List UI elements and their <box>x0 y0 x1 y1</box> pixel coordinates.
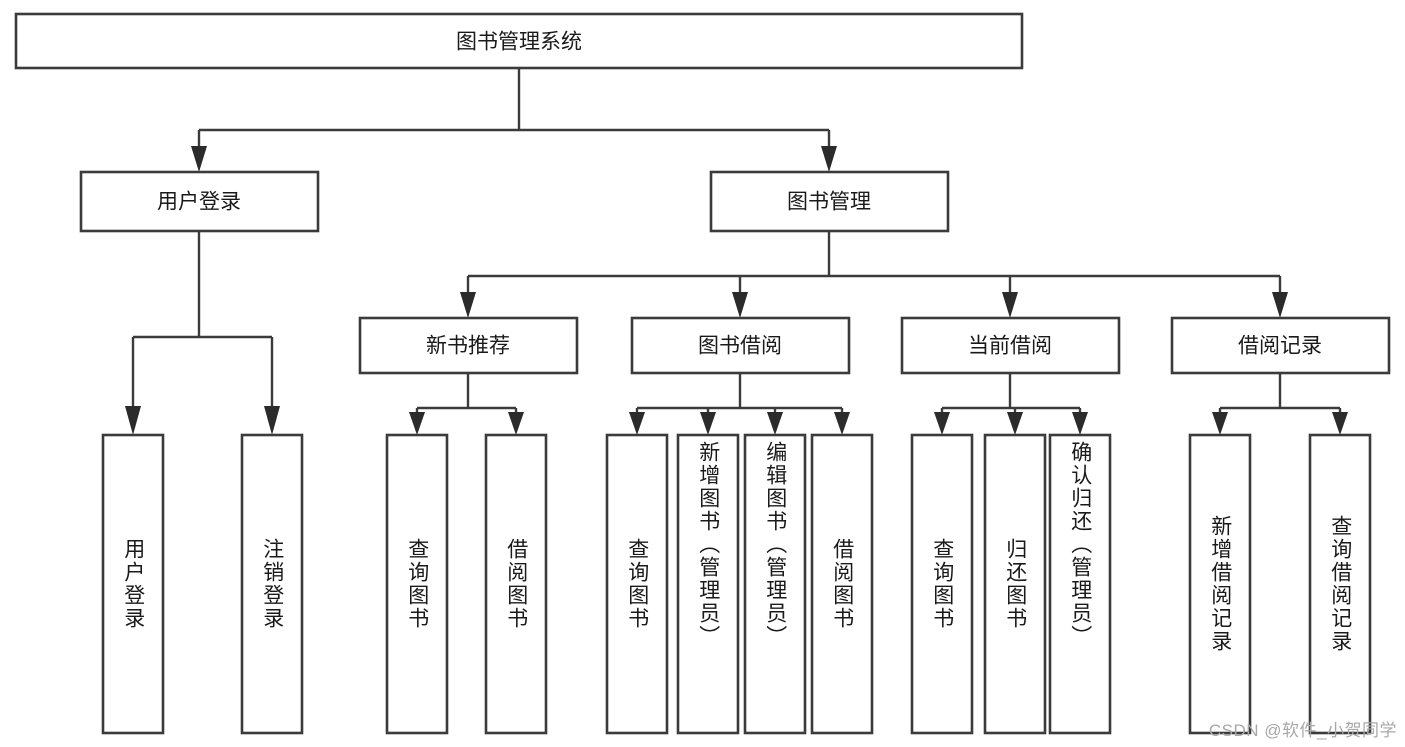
node-leaf-edit-book-box[interactable] <box>743 433 807 735</box>
connector-group-user-login <box>125 231 280 435</box>
node-root-label: 图书管理系统 <box>456 31 582 54</box>
node-new-book-rec-box[interactable] <box>358 316 579 375</box>
node-leaf-return-book-box[interactable] <box>983 433 1047 735</box>
leaf-borrow-book-1[interactable]: 借阅图书 <box>486 435 546 733</box>
connector-group-new-book-rec <box>409 373 524 435</box>
node-book-manage[interactable]: 图书管理 <box>709 170 950 233</box>
arrow-bb-leaf1 <box>629 412 645 435</box>
node-leaf-borrow-book-1-box[interactable] <box>484 433 548 735</box>
connector-group-root <box>191 68 837 172</box>
connector-group-book-manage <box>460 231 1288 318</box>
leaf-query-book-2-label: 查询图书 <box>625 538 649 630</box>
leaf-query-book-1[interactable]: 查询图书 <box>387 435 447 733</box>
arrow-bm-to-newbook <box>460 292 476 318</box>
arrow-cb-leaf3 <box>1072 412 1088 435</box>
node-leaf-query-book-1-box[interactable] <box>385 433 449 735</box>
node-root[interactable]: 图书管理系统 <box>14 12 1024 70</box>
leaf-confirm-ret-label: 确认归还（管理员） <box>1068 441 1092 648</box>
node-leaf-add-book-box[interactable] <box>676 433 740 735</box>
leaf-return-book[interactable]: 归还图书 <box>985 435 1045 733</box>
node-user-login[interactable]: 用户登录 <box>79 170 320 233</box>
arrow-root-to-user-login <box>191 146 207 172</box>
leaf-query-book-3-label: 查询图书 <box>930 538 954 630</box>
leaf-borrow-book-1-label: 借阅图书 <box>504 538 528 630</box>
node-book-borrow-box[interactable] <box>630 316 851 375</box>
leaf-boxes-group <box>101 433 1372 735</box>
node-current-borrow-box[interactable] <box>900 316 1121 375</box>
node-current-borrow-label: 当前借阅 <box>968 335 1052 358</box>
leaf-user-logout-label: 注销登录 <box>260 538 284 630</box>
leaf-borrow-book-2-label: 借阅图书 <box>830 538 854 630</box>
arrow-root-to-book-manage <box>821 146 837 172</box>
arrow-bb-leaf2 <box>700 412 716 435</box>
arrow-bb-leaf4 <box>834 412 850 435</box>
node-leaf-query-book-2-box[interactable] <box>605 433 669 735</box>
arrow-br-leaf1 <box>1212 412 1228 435</box>
node-root-box[interactable] <box>14 12 1024 70</box>
leaf-borrow-book-2[interactable]: 借阅图书 <box>812 435 872 733</box>
arrow-cb-leaf2 <box>1007 412 1023 435</box>
node-leaf-confirm-ret-box[interactable] <box>1048 433 1112 735</box>
node-new-book-rec[interactable]: 新书推荐 <box>358 316 579 375</box>
connector-group-current-borrow <box>934 373 1088 435</box>
leaf-user-login[interactable]: 用户登录 <box>103 435 163 733</box>
connector-group-book-borrow <box>629 373 850 435</box>
leaf-query-record[interactable]: 查询借阅记录 <box>1310 435 1370 733</box>
leaf-query-book-1-label: 查询图书 <box>405 538 429 630</box>
node-borrow-record-label: 借阅记录 <box>1238 335 1322 358</box>
node-leaf-query-record-box[interactable] <box>1308 433 1372 735</box>
node-book-borrow[interactable]: 图书借阅 <box>630 316 851 375</box>
leaf-query-book-2[interactable]: 查询图书 <box>607 435 667 733</box>
leaf-user-login-label: 用户登录 <box>121 538 145 630</box>
csdn-watermark: CSDN @软件_小贺同学 <box>1208 721 1397 740</box>
node-leaf-user-login-box[interactable] <box>101 433 165 735</box>
leaf-add-book[interactable]: 新增图书（管理员） <box>678 435 738 733</box>
leaf-user-logout[interactable]: 注销登录 <box>242 435 302 733</box>
node-book-borrow-label: 图书借阅 <box>698 335 782 358</box>
node-borrow-record[interactable]: 借阅记录 <box>1170 316 1391 375</box>
node-user-login-box[interactable] <box>79 170 320 233</box>
node-leaf-add-record-box[interactable] <box>1188 433 1252 735</box>
node-new-book-rec-label: 新书推荐 <box>426 335 510 358</box>
arrow-nbr-leaf1 <box>409 412 425 435</box>
arrow-ul-leaf1 <box>125 406 141 435</box>
leaf-return-book-label: 归还图书 <box>1003 538 1027 630</box>
leaf-confirm-ret[interactable]: 确认归还（管理员） <box>1050 435 1110 733</box>
connector-group-borrow-record <box>1212 373 1348 435</box>
node-book-manage-label: 图书管理 <box>787 191 871 214</box>
leaf-add-record-label: 新增借阅记录 <box>1208 515 1232 653</box>
node-leaf-query-book-3-box[interactable] <box>910 433 974 735</box>
arrow-bb-leaf3 <box>767 412 783 435</box>
arrow-bm-to-currentborrow <box>1002 292 1018 318</box>
arrow-bm-to-bookborrow <box>732 292 748 318</box>
leaf-edit-book-label: 编辑图书（管理员） <box>763 441 787 648</box>
node-book-manage-box[interactable] <box>709 170 950 233</box>
arrow-ul-leaf2 <box>264 406 280 435</box>
node-user-login-label: 用户登录 <box>157 191 241 214</box>
arrow-cb-leaf1 <box>934 412 950 435</box>
leaf-add-record[interactable]: 新增借阅记录 <box>1190 435 1250 733</box>
leaf-query-book-3[interactable]: 查询图书 <box>912 435 972 733</box>
arrow-bm-to-borrowrecord <box>1272 292 1288 318</box>
node-current-borrow[interactable]: 当前借阅 <box>900 316 1121 375</box>
node-borrow-record-box[interactable] <box>1170 316 1391 375</box>
leaf-add-book-label: 新增图书（管理员） <box>696 441 720 648</box>
node-leaf-user-logout-box[interactable] <box>240 433 304 735</box>
arrow-nbr-leaf2 <box>508 412 524 435</box>
leaf-query-record-label: 查询借阅记录 <box>1328 515 1352 653</box>
arrow-br-leaf2 <box>1332 412 1348 435</box>
leaf-edit-book[interactable]: 编辑图书（管理员） <box>745 435 805 733</box>
node-leaf-borrow-book-2-box[interactable] <box>810 433 874 735</box>
